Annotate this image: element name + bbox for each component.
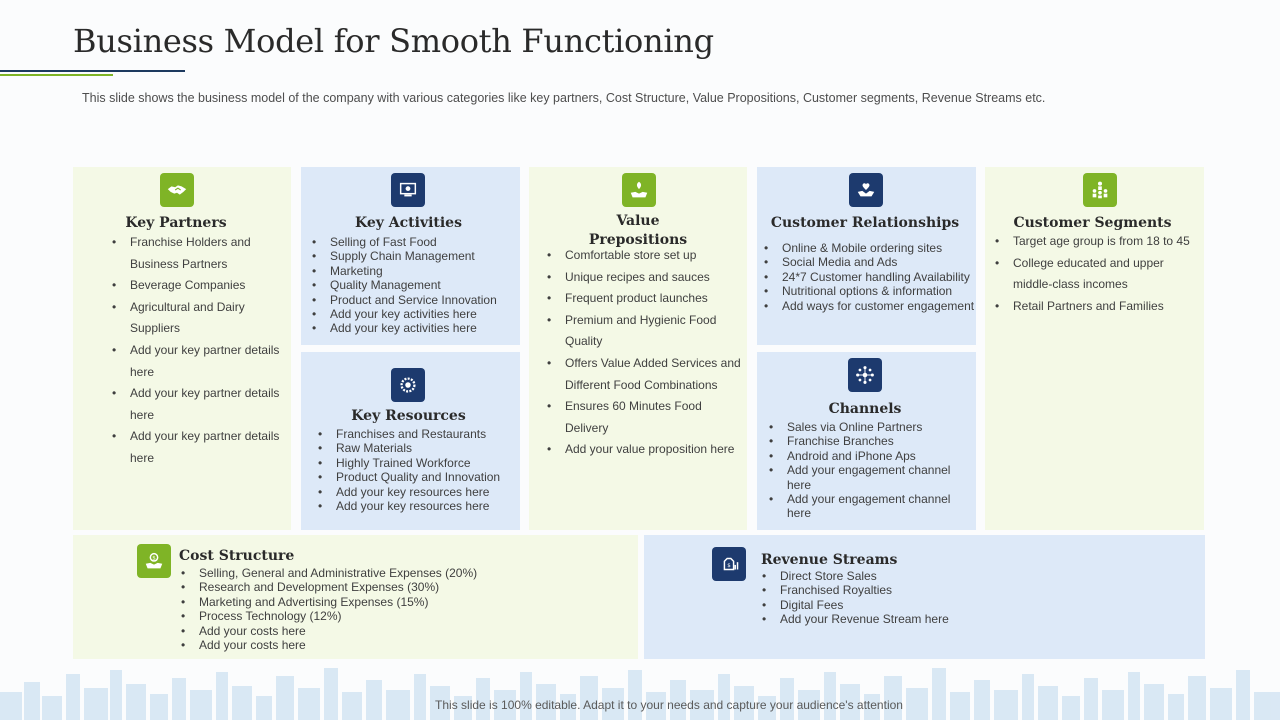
list-item: Product and Service Innovation bbox=[310, 293, 515, 308]
list-item: Add your value proposition here bbox=[545, 439, 745, 461]
customer-segments-list: Target age group is from 18 to 45College… bbox=[993, 231, 1198, 317]
revenue-streams-list: Direct Store SalesFranchised RoyaltiesDi… bbox=[760, 569, 1180, 627]
value-propositions-box: Value Prepositions Comfortable store set… bbox=[529, 167, 747, 530]
list-item: Selling of Fast Food bbox=[310, 235, 515, 250]
list-item: Digital Fees bbox=[760, 598, 1180, 613]
list-item: Marketing and Advertising Expenses (15%) bbox=[179, 595, 619, 610]
list-item: Comfortable store set up bbox=[545, 245, 745, 267]
list-item: Add your costs here bbox=[179, 624, 619, 639]
footer-note: This slide is 100% editable. Adapt it to… bbox=[435, 698, 903, 712]
revenue-streams-box: $ Revenue Streams Direct Store SalesFran… bbox=[644, 535, 1205, 659]
customer-segments-title: Customer Segments bbox=[1013, 215, 1172, 231]
list-item: Add your engagement channel here bbox=[767, 463, 973, 492]
heart-hands-icon bbox=[849, 173, 883, 207]
list-item: Agricultural and Dairy Suppliers bbox=[110, 297, 280, 340]
list-item: Direct Store Sales bbox=[760, 569, 1180, 584]
list-item: Franchised Royalties bbox=[760, 583, 1180, 598]
key-activities-box: Key Activities Selling of Fast FoodSuppl… bbox=[301, 167, 520, 345]
list-item: Frequent product launches bbox=[545, 288, 745, 310]
svg-text:$: $ bbox=[727, 563, 731, 569]
list-item: Marketing bbox=[310, 264, 515, 279]
cost-structure-title: Cost Structure bbox=[179, 548, 295, 564]
list-item: Franchises and Restaurants bbox=[316, 427, 516, 442]
value-propositions-list: Comfortable store set upUnique recipes a… bbox=[545, 245, 745, 461]
list-item: Process Technology (12%) bbox=[179, 609, 619, 624]
list-item: Online & Mobile ordering sites bbox=[762, 241, 978, 256]
key-partners-title: Key Partners bbox=[125, 215, 227, 231]
list-item: Add your key resources here bbox=[316, 499, 516, 514]
list-item: Add your key partner details here bbox=[110, 383, 280, 426]
people-group-icon bbox=[1083, 173, 1117, 207]
title-underline-navy bbox=[0, 70, 185, 72]
list-item: Premium and Hygienic Food Quality bbox=[545, 310, 745, 353]
list-item: Android and iPhone Aps bbox=[767, 449, 973, 464]
list-item: Retail Partners and Families bbox=[993, 296, 1198, 318]
title-underline-green bbox=[0, 74, 113, 76]
money-bag-chart-icon: $ bbox=[712, 547, 746, 581]
key-resources-title: Key Resources bbox=[351, 408, 466, 424]
value-propositions-title: Value Prepositions bbox=[588, 213, 688, 248]
list-item: Social Media and Ads bbox=[762, 255, 978, 270]
slide-description: This slide shows the business model of t… bbox=[82, 91, 1046, 105]
list-item: Quality Management bbox=[310, 278, 515, 293]
cost-structure-list: Selling, General and Administrative Expe… bbox=[179, 566, 619, 653]
list-item: Add your costs here bbox=[179, 638, 619, 653]
list-item: Add your key activities here bbox=[310, 321, 515, 336]
list-item: Product Quality and Innovation bbox=[316, 470, 516, 485]
list-item: Offers Value Added Services and Differen… bbox=[545, 353, 745, 396]
list-item: College educated and upper middle-class … bbox=[993, 253, 1198, 296]
customer-relationships-list: Online & Mobile ordering sitesSocial Med… bbox=[762, 241, 978, 313]
channels-list: Sales via Online PartnersFranchise Branc… bbox=[767, 420, 973, 521]
key-partners-box: Key Partners Franchise Holders and Busin… bbox=[73, 167, 291, 530]
list-item: Franchise Holders and Business Partners bbox=[110, 232, 280, 275]
list-item: 24*7 Customer handling Availability bbox=[762, 270, 978, 285]
customer-relationships-title: Customer Relationships bbox=[770, 215, 960, 231]
key-activities-title: Key Activities bbox=[355, 215, 462, 231]
list-item: Unique recipes and sauces bbox=[545, 267, 745, 289]
key-activities-list: Selling of Fast FoodSupply Chain Managem… bbox=[310, 235, 515, 336]
revenue-streams-title: Revenue Streams bbox=[761, 552, 898, 568]
channels-box: Channels Sales via Online PartnersFranch… bbox=[757, 352, 976, 530]
key-resources-list: Franchises and RestaurantsRaw MaterialsH… bbox=[316, 427, 516, 514]
list-item: Add your key activities here bbox=[310, 307, 515, 322]
gear-board-icon bbox=[391, 173, 425, 207]
list-item: Franchise Branches bbox=[767, 434, 973, 449]
list-item: Beverage Companies bbox=[110, 275, 280, 297]
list-item: Add your key partner details here bbox=[110, 426, 280, 469]
page-title: Business Model for Smooth Functioning bbox=[73, 22, 714, 60]
list-item: Supply Chain Management bbox=[310, 249, 515, 264]
list-item: Selling, General and Administrative Expe… bbox=[179, 566, 619, 581]
money-hand-icon: $ bbox=[137, 544, 171, 578]
list-item: Add your key resources here bbox=[316, 485, 516, 500]
list-item: Add ways for customer engagement bbox=[762, 299, 978, 314]
customer-relationships-box: Customer Relationships Online & Mobile o… bbox=[757, 167, 976, 345]
city-skyline-decoration bbox=[0, 668, 1280, 720]
network-icon bbox=[848, 358, 882, 392]
channels-title: Channels bbox=[828, 401, 902, 417]
key-resources-box: Key Resources Franchises and Restaurants… bbox=[301, 352, 520, 530]
svg-text:$: $ bbox=[152, 556, 156, 562]
list-item: Sales via Online Partners bbox=[767, 420, 973, 435]
handshake-icon bbox=[160, 173, 194, 207]
list-item: Raw Materials bbox=[316, 441, 516, 456]
customer-segments-box: Customer Segments Target age group is fr… bbox=[985, 167, 1204, 530]
list-item: Add your engagement channel here bbox=[767, 492, 973, 521]
list-item: Research and Development Expenses (30%) bbox=[179, 580, 619, 595]
list-item: Add your Revenue Stream here bbox=[760, 612, 1180, 627]
cost-structure-box: $ Cost Structure Selling, General and Ad… bbox=[73, 535, 638, 659]
list-item: Nutritional options & information bbox=[762, 284, 978, 299]
list-item: Highly Trained Workforce bbox=[316, 456, 516, 471]
list-item: Target age group is from 18 to 45 bbox=[993, 231, 1198, 253]
key-partners-list: Franchise Holders and Business PartnersB… bbox=[110, 232, 280, 470]
hand-with-plant-icon bbox=[622, 173, 656, 207]
list-item: Add your key partner details here bbox=[110, 340, 280, 383]
cog-icon bbox=[391, 368, 425, 402]
list-item: Ensures 60 Minutes Food Delivery bbox=[545, 396, 745, 439]
